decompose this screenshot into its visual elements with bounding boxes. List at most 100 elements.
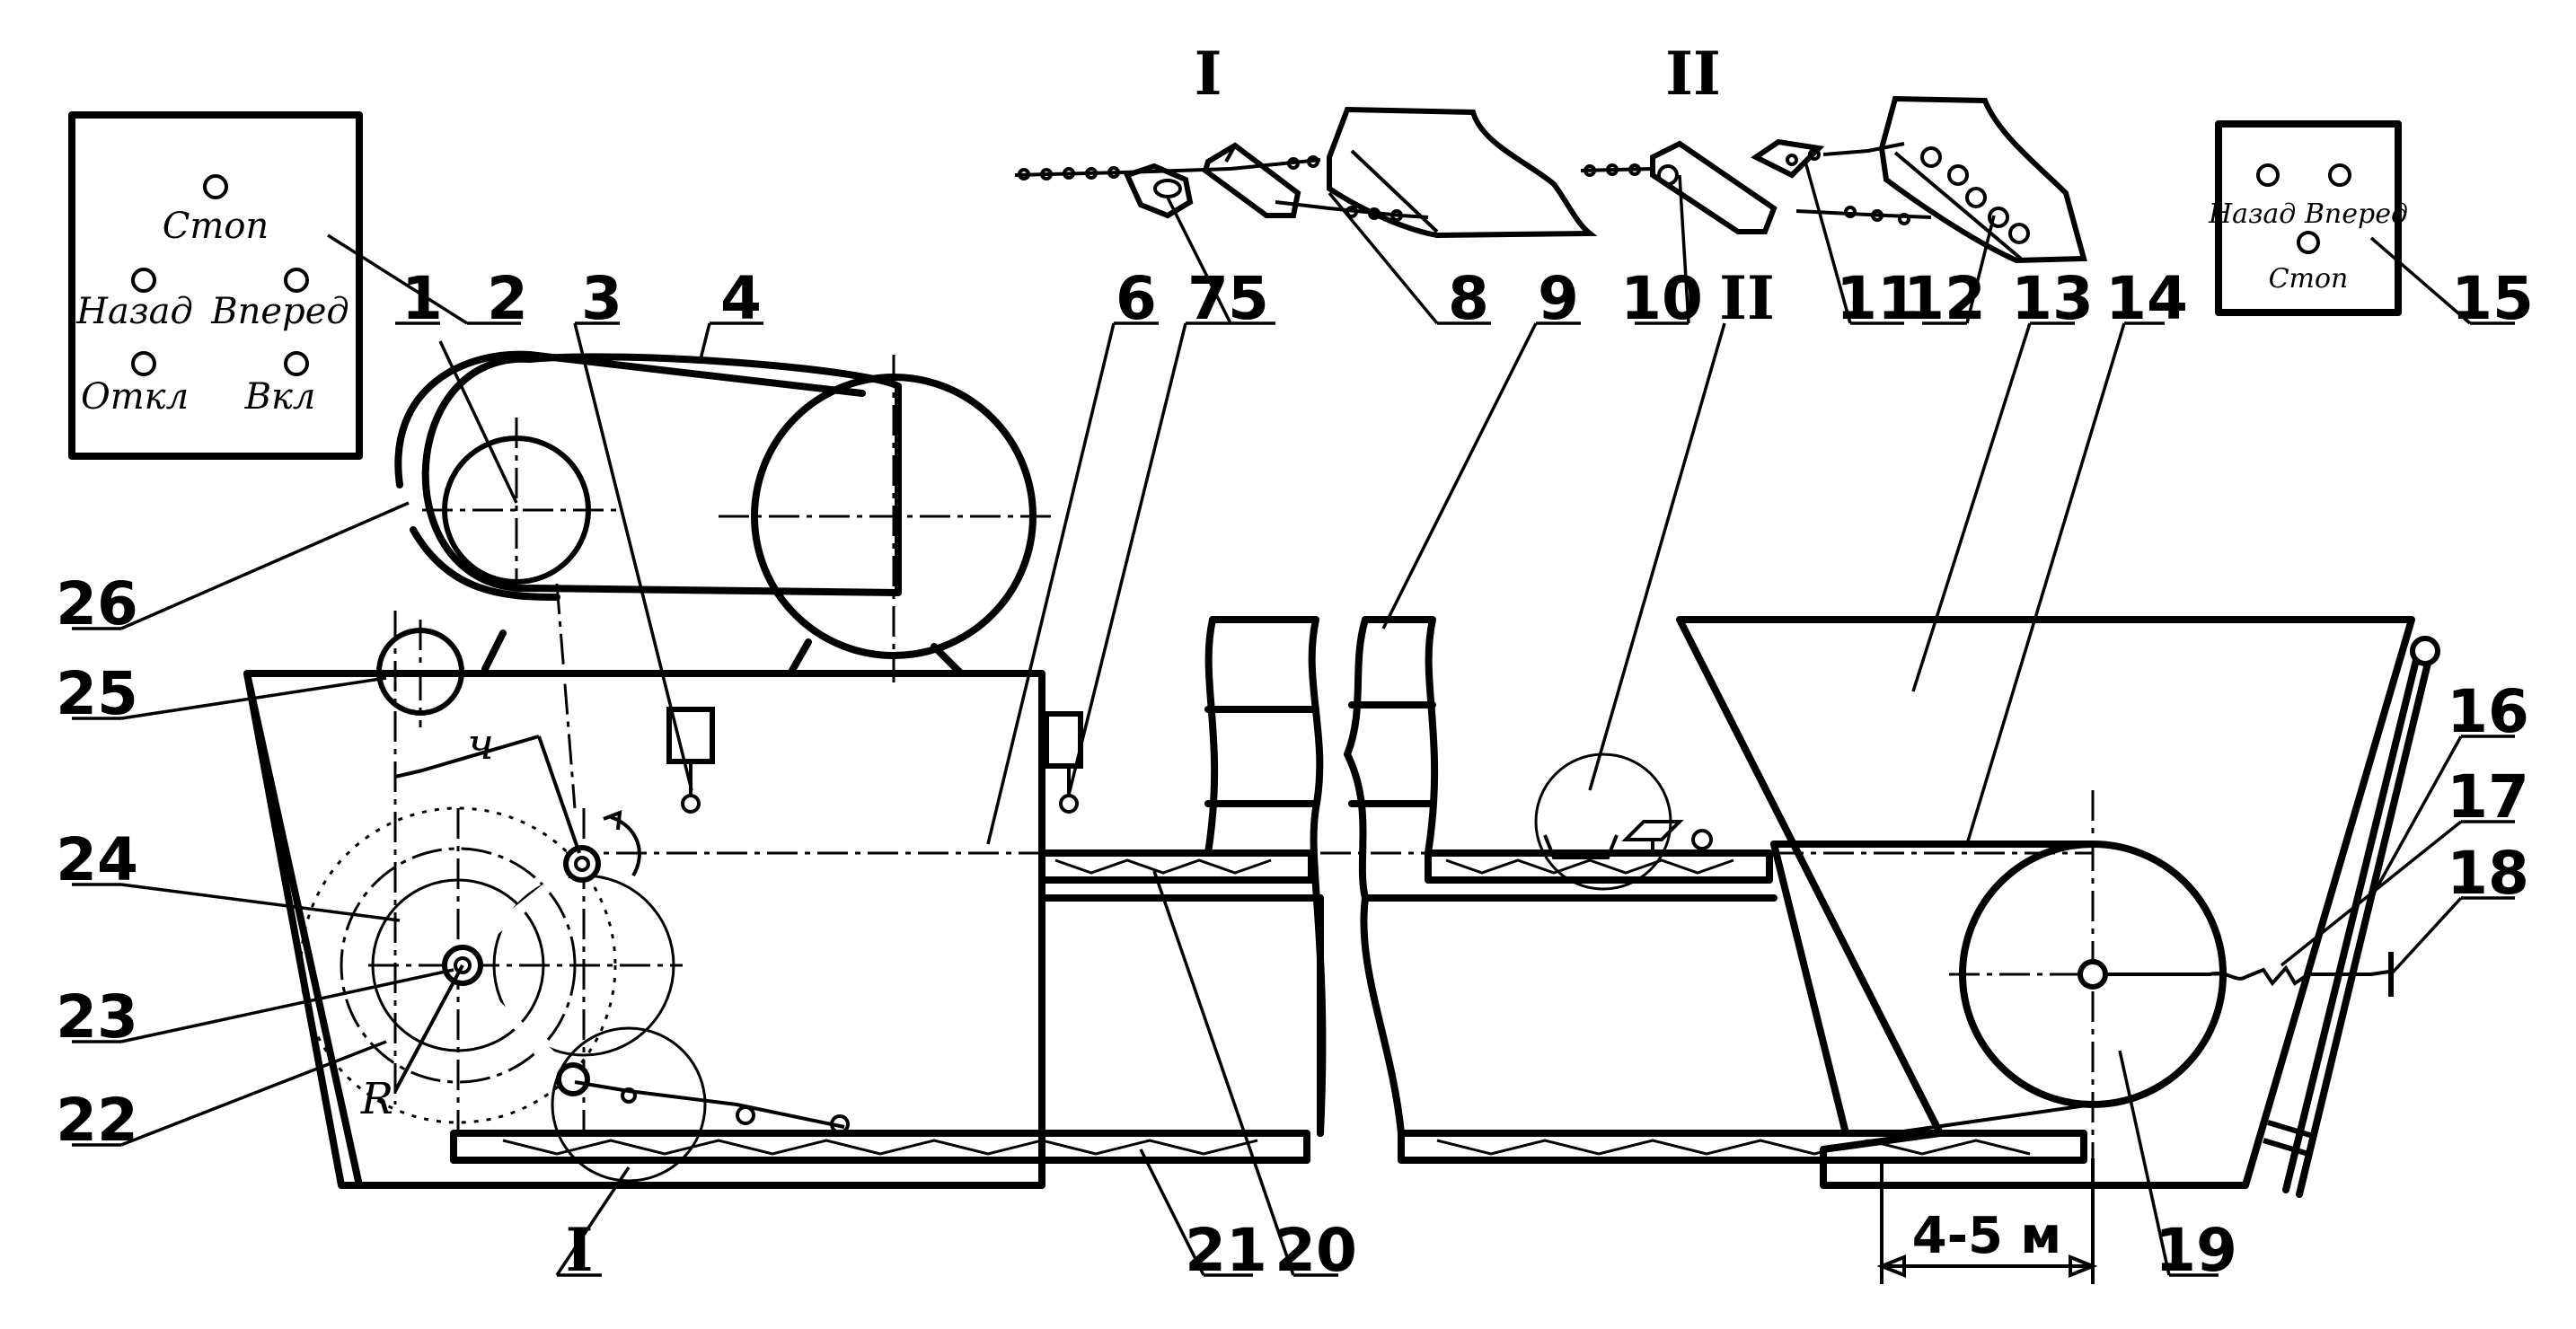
callout-23: 23: [56, 982, 138, 1052]
crank-dim-line: [421, 735, 540, 772]
callout-5: 5: [1228, 264, 1269, 333]
detail-II-holes: [1920, 146, 2030, 244]
break-wall-right-inner: [1344, 616, 1405, 1137]
detail-II-lower-chain: [1795, 209, 1932, 219]
callout-numbers: 1 2 3 4 5 6 7 8 9 10 II 11 12 13 14 15 1…: [56, 263, 2534, 1285]
forward-lamp-right-icon: [2328, 163, 2351, 187]
drag-chain: [574, 1080, 845, 1129]
crank-pivot-bottom-icon: [556, 1062, 590, 1096]
detail-I-callout-circle: [551, 1026, 707, 1183]
detail-I-shoe-hole: [1153, 179, 1182, 198]
tension-rod: [2296, 652, 2433, 1198]
break-wall-right: [1362, 616, 1439, 857]
drive-unit: [394, 350, 1055, 682]
callout-14: 14: [2105, 264, 2188, 333]
back-lamp-right-icon: [2256, 163, 2280, 187]
crank-pivot-top-icon: [563, 845, 601, 883]
stop-lamp-icon: [203, 174, 228, 199]
callout-8: 8: [1448, 264, 1489, 333]
motor-foot-left: [481, 629, 507, 673]
tension-rod-handle-icon: [2410, 636, 2440, 666]
left-panel-on-label: Вкл: [244, 376, 316, 418]
callout-18: 18: [2447, 839, 2529, 908]
callout-3: 3: [581, 264, 622, 333]
right-control-panel: Назад Вперед Стоп: [2208, 120, 2408, 316]
callout-1: 1: [401, 264, 443, 333]
rotation-arrow-icon: [610, 815, 641, 877]
callout-leaders: [72, 161, 2515, 1277]
head-frame: ч R: [243, 583, 2093, 1189]
tail-unit: 4-5 м: [1676, 616, 2440, 1284]
right-panel-frame: [2215, 120, 2402, 316]
callout-II-marker: II: [1719, 263, 1775, 333]
upper-trough-left: [1038, 849, 1315, 884]
sensor-3-icon: [666, 707, 715, 764]
callout-7: 7: [1187, 264, 1229, 333]
lower-flights: [502, 1139, 1258, 1156]
forward-lamp-icon: [284, 268, 309, 293]
left-panel-back-label: Назад: [75, 291, 193, 332]
callout-21: 21: [1185, 1216, 1267, 1285]
motor-foot-mid: [787, 638, 812, 677]
callout-13: 13: [2011, 264, 2094, 333]
sensor-7-icon: [1044, 711, 1083, 769]
distance-label: 4-5 м: [1912, 1207, 2061, 1265]
crank-path: [299, 806, 617, 1124]
detail-I-chain-scraper: I: [1014, 39, 1598, 239]
break-walls: [1204, 616, 1439, 1137]
lower-trough-left: [450, 1130, 1310, 1164]
left-panel-frame: [68, 111, 363, 460]
callout-2: 2: [487, 264, 528, 333]
back-lamp-icon: [131, 268, 156, 293]
chain-axis-2: [555, 583, 577, 809]
callout-6: 6: [1116, 264, 1157, 333]
detail-II-upper-chain: [1822, 142, 1905, 156]
break-wall-left-inner: [1204, 616, 1219, 857]
detail-II-marker: II: [1665, 39, 1721, 109]
chain-links-I: [1018, 155, 1403, 222]
lower-flights-right: [1436, 1139, 2031, 1156]
callout-20: 20: [1275, 1216, 1357, 1285]
left-panel-forward-label: Вперед: [210, 291, 348, 332]
detail-I-chain: [1014, 158, 1321, 177]
callout-19: 19: [2155, 1216, 2237, 1285]
lower-trough-right: [1398, 1130, 2087, 1164]
callout-26: 26: [56, 569, 138, 638]
detail-I-bar: [1202, 142, 1301, 218]
callout-I-marker: I: [566, 1215, 594, 1285]
crank-letter: ч: [467, 719, 494, 770]
left-panel-stop-label: Стоп: [163, 206, 269, 247]
right-panel-stop-label: Стоп: [2269, 263, 2349, 295]
callout-22: 22: [56, 1086, 138, 1155]
stop-lamp-right-icon: [2297, 231, 2320, 254]
detail-I-scraper-blade: [1327, 106, 1598, 239]
callout-12: 12: [1903, 264, 1986, 333]
upper-flights-right: [1445, 858, 1734, 875]
motor-foot-right: [931, 643, 965, 677]
callout-9: 9: [1538, 264, 1579, 333]
upper-flights: [1054, 858, 1272, 875]
detail-II-callout: [1534, 753, 1713, 891]
callout-24: 24: [56, 825, 138, 894]
detail-I-marker: I: [1195, 39, 1222, 109]
callout-10: 10: [1620, 264, 1703, 333]
callout-17: 17: [2447, 762, 2529, 832]
detail-I-shoe: [1123, 163, 1194, 219]
right-panel-back-forward-label: Назад Вперед: [2208, 198, 2408, 230]
belt-upper: [394, 350, 866, 488]
belt-lower: [410, 526, 560, 601]
break-wall-left: [1209, 616, 1327, 1137]
callout-25: 25: [56, 659, 138, 728]
upper-trough-right: [1425, 849, 1773, 884]
detail-II-scraper-blade: [1878, 95, 2087, 264]
tail-hopper: [1676, 616, 2415, 1189]
callout-15: 15: [2451, 264, 2534, 333]
detail-II-bar: [1650, 140, 1778, 234]
radius-letter: R: [360, 1074, 393, 1124]
detail-II-link: [1751, 138, 1825, 179]
callout-4: 4: [720, 264, 762, 333]
head-frame-slant: [243, 670, 363, 1189]
left-panel-off-label: Откл: [81, 376, 189, 418]
callout-11: 11: [1836, 264, 1919, 333]
